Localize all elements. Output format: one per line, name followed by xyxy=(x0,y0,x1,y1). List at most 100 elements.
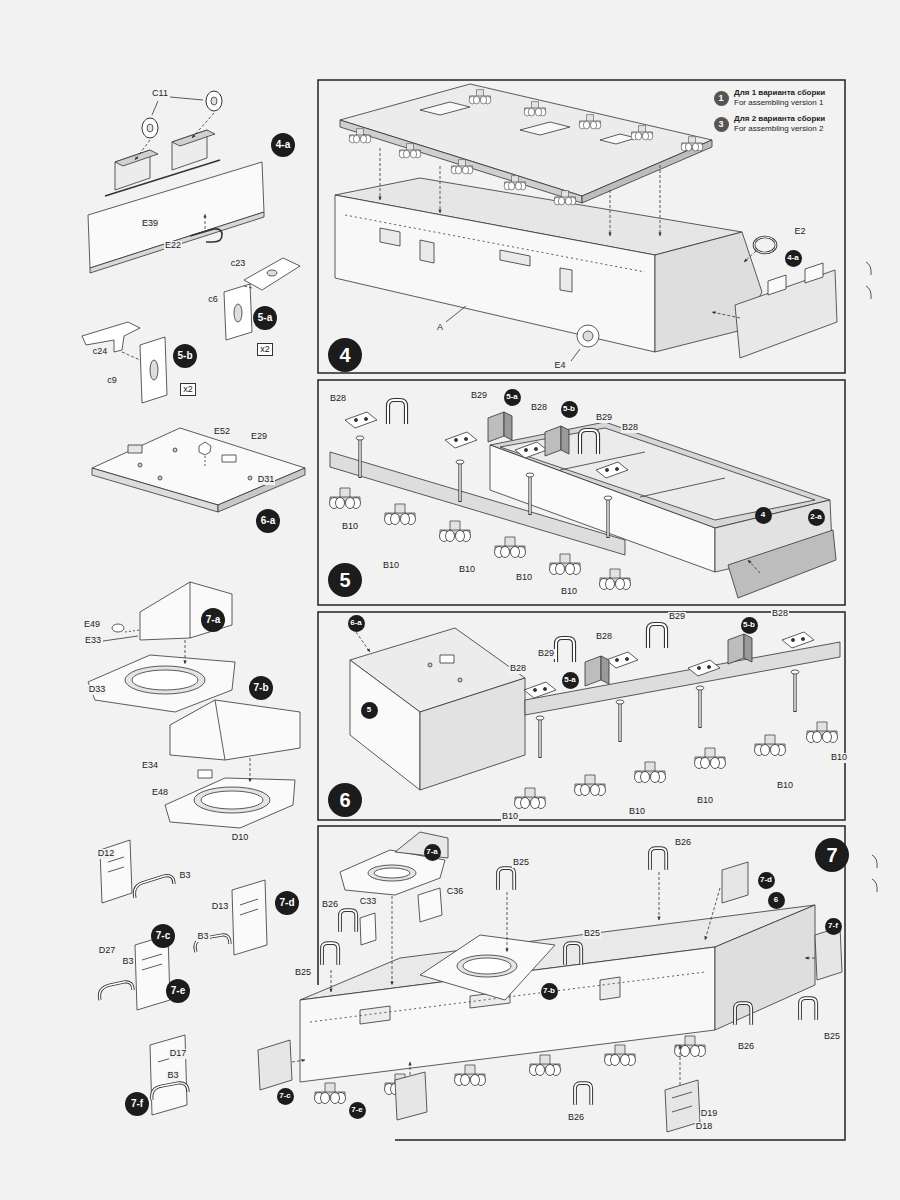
quantity-text: x2 xyxy=(183,385,193,394)
callout-text: 7-a xyxy=(426,848,438,856)
callout-number: 6-a xyxy=(348,615,365,632)
part-label: D12 xyxy=(97,849,116,858)
callout-number: 5-a xyxy=(504,389,521,406)
callout-text: 5-a xyxy=(258,313,272,323)
part-label: D31 xyxy=(257,475,276,484)
callout-text: 7-c xyxy=(279,1092,291,1100)
part-label: B10 xyxy=(830,753,848,762)
callout-text: 7-d xyxy=(280,898,295,908)
callout-number: 4-a xyxy=(785,250,802,267)
callout-text: 7 xyxy=(826,845,837,865)
callout-text: 7-a xyxy=(206,615,220,625)
callout-text: 4-a xyxy=(276,140,290,150)
part-label: B26 xyxy=(321,900,339,909)
part-label: B10 xyxy=(515,573,533,582)
callout-text: 7-f xyxy=(828,922,838,930)
part-label: E48 xyxy=(151,788,169,797)
part-label: C36 xyxy=(446,887,465,896)
part-label: E22 xyxy=(164,241,182,250)
part-label: B10 xyxy=(560,587,578,596)
part-label: D13 xyxy=(211,902,230,911)
part-label: B28 xyxy=(509,664,527,673)
callout-text: 5-a xyxy=(506,393,518,401)
part-label: B28 xyxy=(771,609,789,618)
callout-number: 5-b xyxy=(741,617,758,634)
part-label: c24 xyxy=(92,347,109,356)
callout-text: 5 xyxy=(339,570,350,590)
callout-text: 2-a xyxy=(810,513,822,521)
callout-number: 6-a xyxy=(256,509,280,533)
callout-text: 5-b xyxy=(563,405,575,413)
part-label: B29 xyxy=(537,649,555,658)
part-label: B25 xyxy=(512,858,530,867)
part-label: B10 xyxy=(382,561,400,570)
callout-text: 3 xyxy=(718,120,723,129)
callout-text: 4 xyxy=(339,345,350,365)
callout-text: 6 xyxy=(774,896,778,904)
callout-text: 5 xyxy=(367,706,371,714)
callout-number: 7-c xyxy=(151,924,175,948)
part-label: B10 xyxy=(696,796,714,805)
callout-number: 7-f xyxy=(125,1092,149,1116)
part-label: c23 xyxy=(230,259,247,268)
part-label: C11 xyxy=(151,89,169,98)
part-label: E39 xyxy=(141,219,159,228)
step-number: 5 xyxy=(328,563,362,597)
callout-number: 5-a xyxy=(253,306,277,330)
part-label: B25 xyxy=(823,1032,841,1041)
quantity-box: x2 xyxy=(257,343,273,356)
part-label: C33 xyxy=(359,897,378,906)
part-label: A xyxy=(436,323,444,332)
part-label: c9 xyxy=(106,376,118,385)
part-label: E49 xyxy=(83,620,101,629)
callout-number: 4-a xyxy=(271,133,295,157)
part-label: B3 xyxy=(166,1071,179,1080)
callout-number: 7-a xyxy=(424,844,441,861)
part-label: D33 xyxy=(88,685,107,694)
part-label: D10 xyxy=(231,833,250,842)
callout-number: 5-b xyxy=(173,344,197,368)
part-label: B26 xyxy=(737,1042,755,1051)
part-label: B28 xyxy=(329,394,347,403)
part-label: B25 xyxy=(583,929,601,938)
quantity-box: x2 xyxy=(180,383,196,396)
part-label: B29 xyxy=(668,612,686,621)
callout-number: 5 xyxy=(361,702,378,719)
part-label: E4 xyxy=(553,361,566,370)
part-label: B25 xyxy=(294,968,312,977)
callout-number: 7-e xyxy=(349,1102,366,1119)
callout-number: 7-e xyxy=(166,979,190,1003)
callout-text: 4-a xyxy=(787,254,799,262)
part-label: D17 xyxy=(169,1049,188,1058)
callout-text: 6-a xyxy=(350,619,362,627)
callout-number: 4 xyxy=(755,507,772,524)
callout-text: 1 xyxy=(718,94,723,103)
callout-text: 7-d xyxy=(760,876,772,884)
callout-text: 4 xyxy=(761,511,765,519)
version-note: For assembling version 1 xyxy=(733,99,824,107)
callout-number: 7-b xyxy=(541,983,558,1000)
part-label: E34 xyxy=(141,761,159,770)
callout-number: 7-d xyxy=(275,891,299,915)
part-label: D19 xyxy=(700,1109,719,1118)
version-note: For assembling version 2 xyxy=(733,125,824,133)
part-label: B29 xyxy=(470,391,488,400)
part-label: B3 xyxy=(178,871,191,880)
callout-number: 7-c xyxy=(277,1088,294,1105)
callout-text: 7-f xyxy=(131,1099,143,1109)
callout-text: 5-a xyxy=(564,676,576,684)
callout-number: 7-a xyxy=(201,608,225,632)
step-number: 6 xyxy=(328,783,362,817)
version-marker: 3 xyxy=(714,117,729,132)
part-label: B10 xyxy=(341,522,359,531)
part-label: E33 xyxy=(84,636,102,645)
callout-number: 2-a xyxy=(808,509,825,526)
part-label: B10 xyxy=(501,812,519,821)
part-label: B10 xyxy=(776,781,794,790)
part-label: D27 xyxy=(98,946,117,955)
step-number: 4 xyxy=(328,338,362,372)
callout-text: 6-a xyxy=(261,516,275,526)
